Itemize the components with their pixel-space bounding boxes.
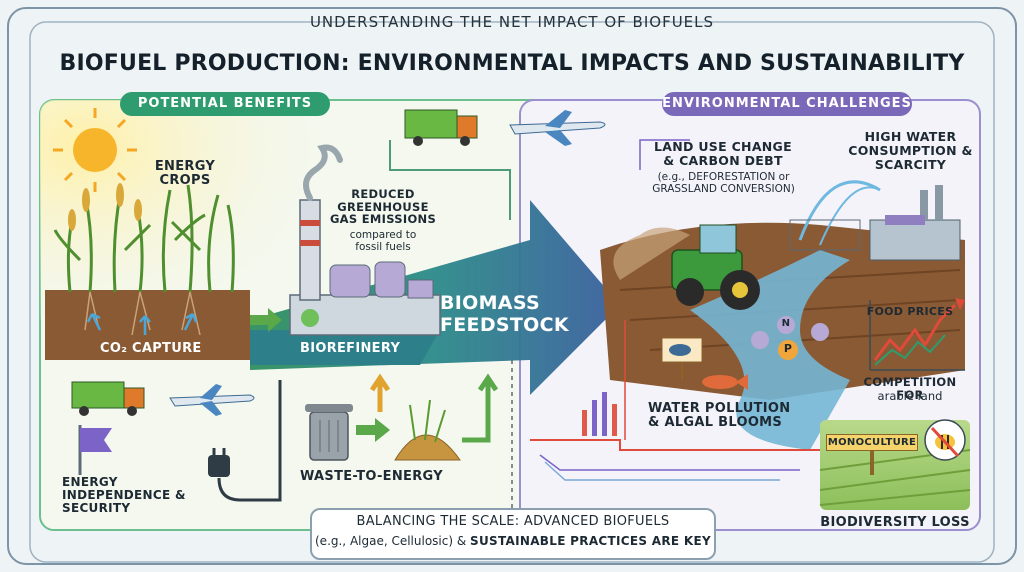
- biodiversity-loss-label: BIODIVERSITY LOSS: [820, 515, 970, 530]
- soil-layer: [45, 290, 250, 360]
- bee-icon: [924, 419, 966, 461]
- food-prices-label: FOOD PRICES: [866, 305, 954, 318]
- biomass-pile-icon: [394, 399, 461, 461]
- benefits-heading: POTENTIAL BENEFITS: [120, 92, 330, 116]
- water-consumption-title: HIGH WATER CONSUMPTION & SCARCITY: [848, 129, 973, 172]
- pollution-bar-icon: [582, 392, 617, 436]
- land-use-subtitle: (e.g., DEFORESTATION or GRASSLAND CONVER…: [652, 171, 795, 195]
- energy-independence-label: ENERGY INDEPENDENCE & SECURITY: [62, 475, 186, 516]
- tractor-icon: [613, 224, 760, 310]
- nutrient-bubbles: [751, 316, 829, 360]
- co2-capture-label: CO₂ CAPTURE: [100, 341, 202, 356]
- truck-icon: [404, 109, 478, 146]
- footer-line-2-plain: (e.g., Algae, Cellulosic) &: [315, 534, 467, 548]
- footer-line-2: (e.g., Algae, Cellulosic) & SUSTAINABLE …: [312, 534, 714, 548]
- page-title: BIOFUEL PRODUCTION: ENVIRONMENTAL IMPACT…: [59, 51, 965, 76]
- footer-box: BALANCING THE SCALE: ADVANCED BIOFUELS (…: [310, 508, 716, 560]
- reduced-ghg-title: REDUCED GREENHOUSE GAS EMISSIONS: [329, 187, 437, 227]
- airplane-icon-secondary: [169, 384, 255, 416]
- price-chart-icon: [869, 298, 965, 371]
- nutrient-n-label: N: [781, 318, 791, 329]
- challenges-heading: ENVIRONMENTAL CHALLENGES: [662, 92, 912, 116]
- trash-can-icon: [305, 404, 353, 461]
- nutrient-p-label: P: [783, 342, 793, 355]
- water-pollution-label: WATER POLLUTION & ALGAL BLOOMS: [648, 401, 791, 431]
- page-subtitle: UNDERSTANDING THE NET IMPACT OF BIOFUELS: [309, 13, 715, 31]
- airplane-icon: [509, 110, 606, 146]
- energy-crops-label: ENERGY CROPS: [154, 159, 216, 189]
- biomass-feedstock-label: BIOMASS FEEDSTOCK: [440, 292, 569, 336]
- processing-plant-icon: [869, 185, 961, 261]
- flag-icon: [78, 425, 112, 475]
- footer-line-1: BALANCING THE SCALE: ADVANCED BIOFUELS: [356, 514, 670, 529]
- waste-to-energy-label: WASTE-TO-ENERGY: [300, 469, 443, 484]
- biorefinery-label: BIOREFINERY: [300, 341, 401, 356]
- fish-icon: [661, 337, 748, 390]
- footer-line-2-bold: SUSTAINABLE PRACTICES ARE KEY: [470, 534, 711, 548]
- plug-icon: [208, 380, 282, 502]
- reduced-ghg-subtitle: compared to fossil fuels: [349, 229, 417, 253]
- sun-icon: [53, 108, 137, 192]
- arable-land-label: arable land: [877, 389, 943, 403]
- water-sprinkler-icon: [789, 180, 881, 251]
- monoculture-label: MONOCULTURE: [826, 434, 918, 451]
- factory-icon: [289, 144, 441, 336]
- land-use-title: LAND USE CHANGE & CARBON DEBT: [654, 139, 792, 168]
- truck-icon-secondary: [71, 381, 145, 416]
- competition-label: COMPETITION FOR: [863, 375, 957, 402]
